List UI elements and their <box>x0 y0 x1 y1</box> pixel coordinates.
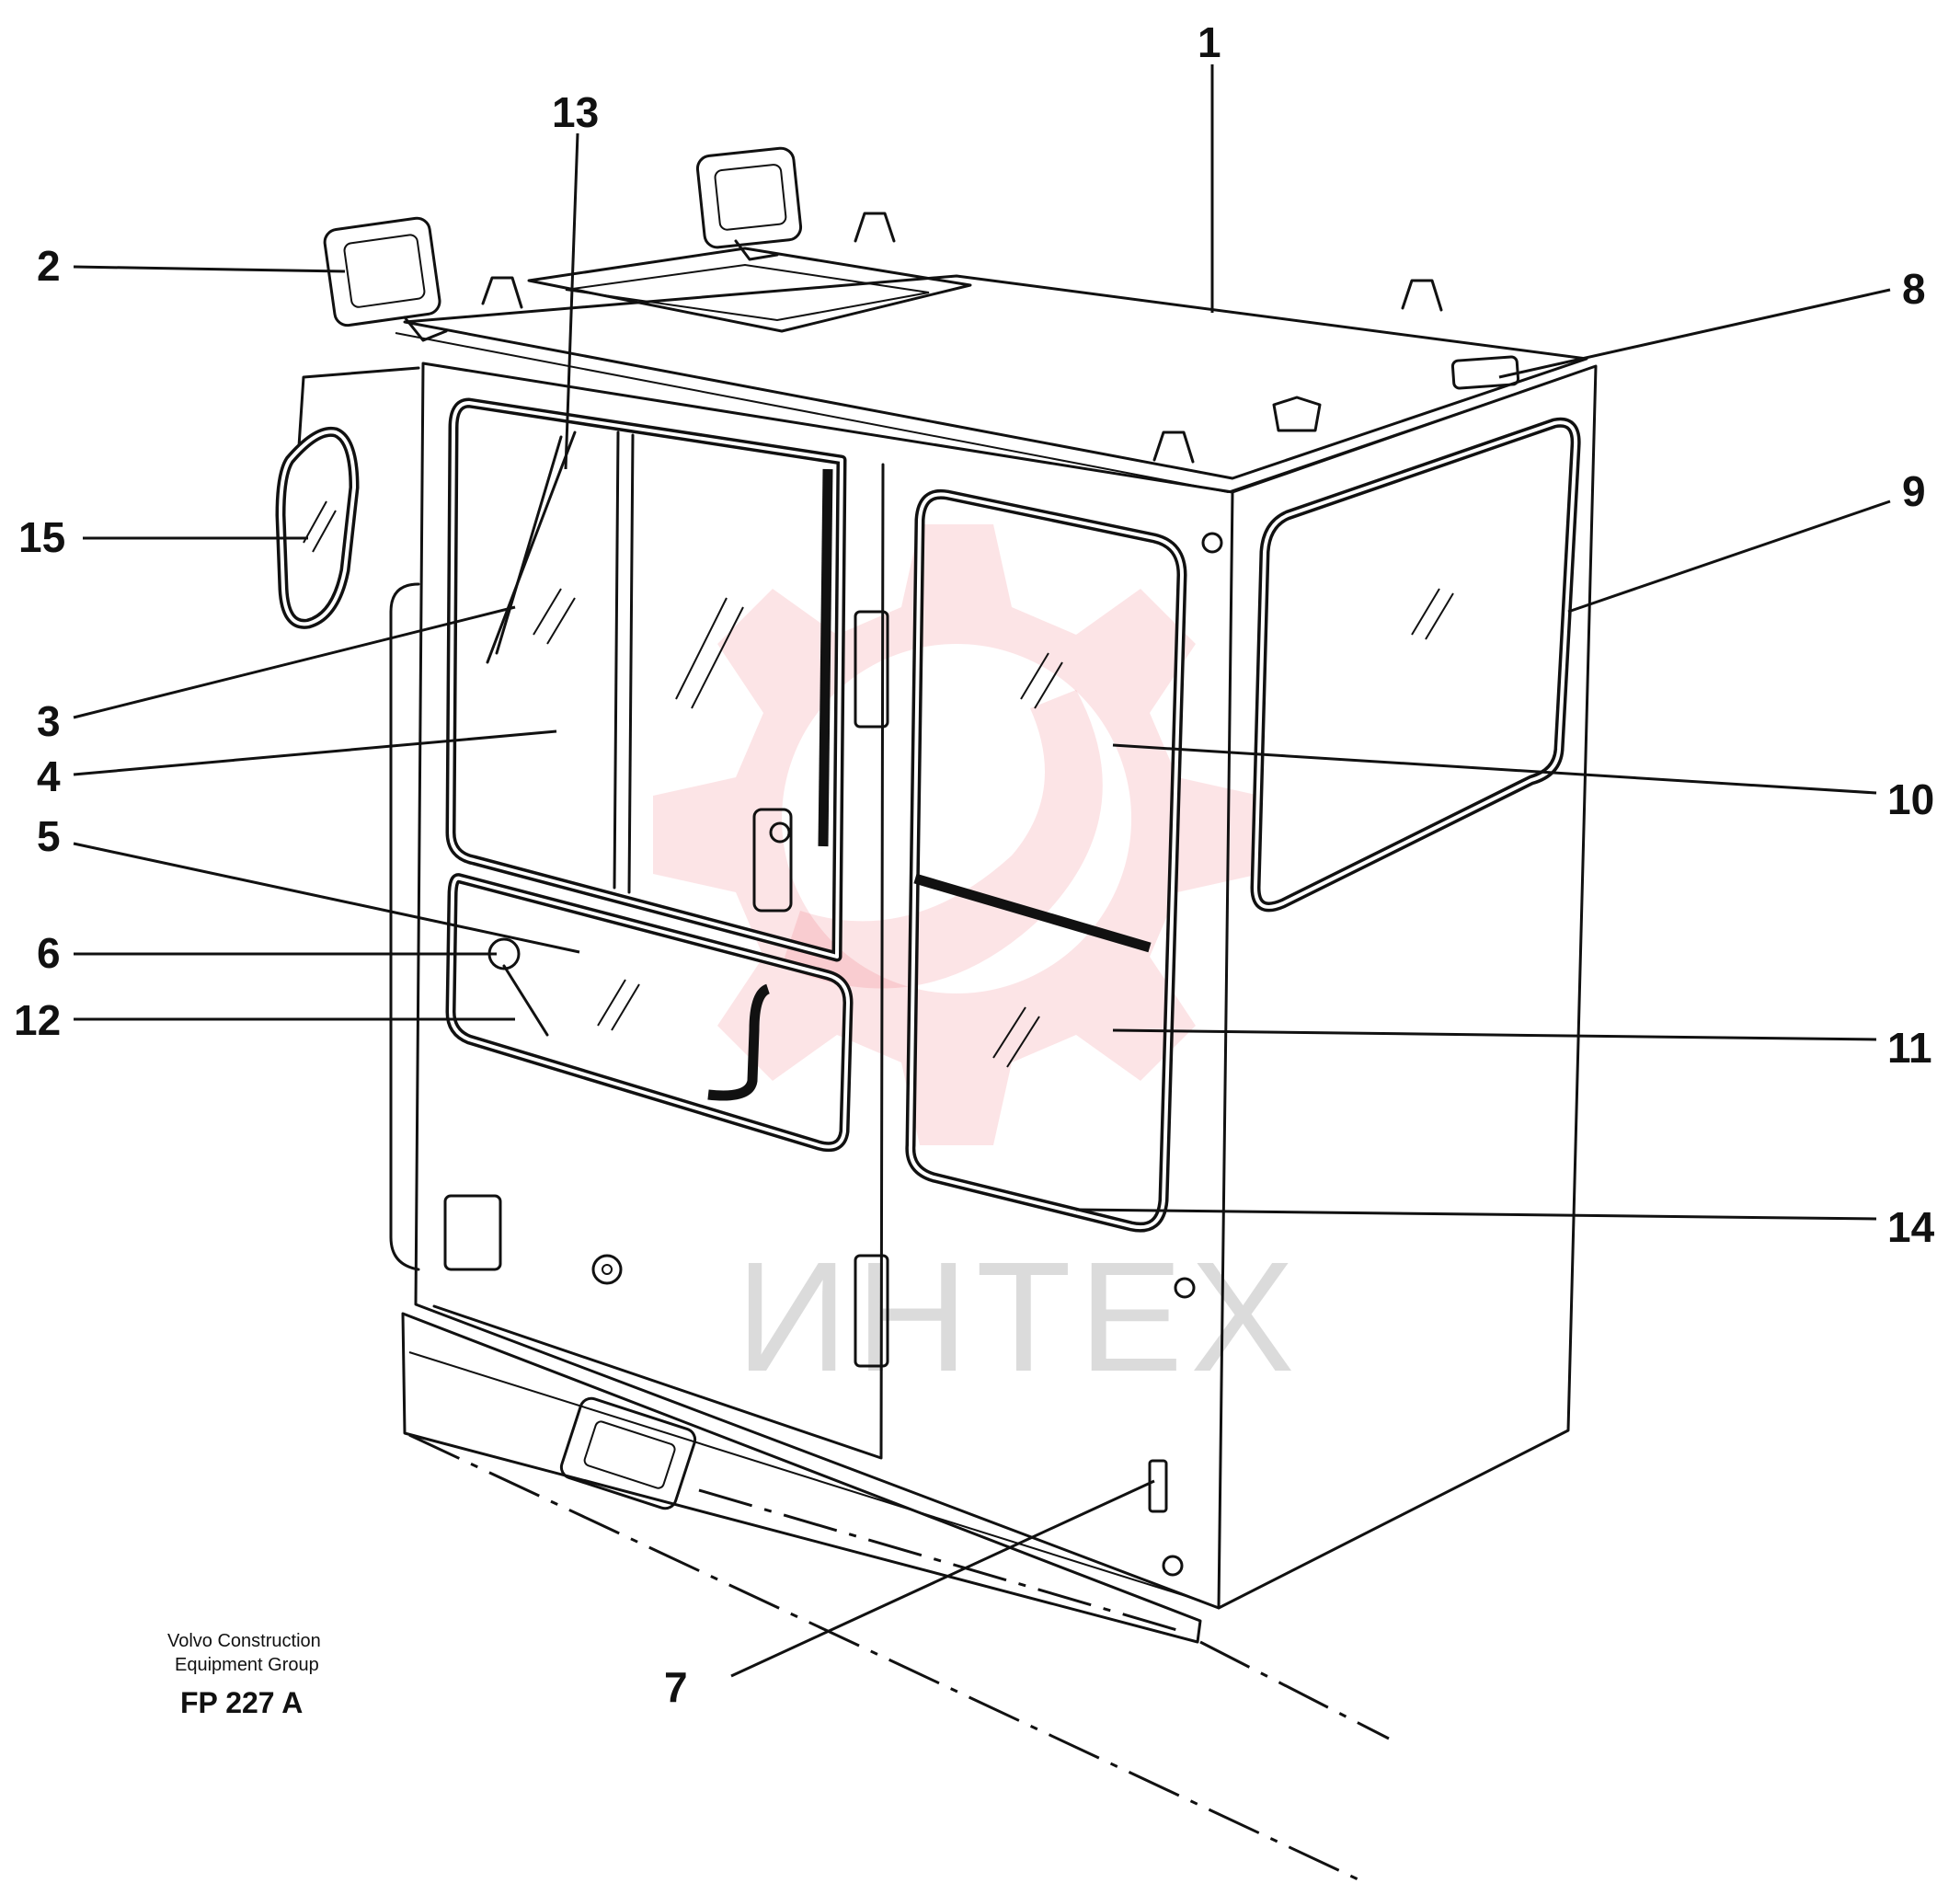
credit-block: Volvo Construction Equipment Group FP 22… <box>167 1631 321 1719</box>
callout-11: 11 <box>1887 1024 1932 1072</box>
base-handle-recess <box>583 1420 676 1489</box>
leader-lines <box>73 64 1891 1678</box>
cab-base-line <box>408 1351 1201 1602</box>
antenna-base <box>1272 396 1322 432</box>
door-lock <box>591 1254 623 1285</box>
door-catch <box>1148 1459 1168 1513</box>
door-handle-bar <box>389 582 420 1271</box>
door-hinge-upper <box>854 610 889 729</box>
leader-5 <box>73 842 580 954</box>
callout-3: 3 <box>37 697 61 745</box>
callout-5: 5 <box>37 812 61 860</box>
side-bolt <box>1174 1277 1196 1299</box>
callout-1: 1 <box>1198 18 1221 66</box>
wiper-arm <box>486 431 577 664</box>
callout-12: 12 <box>14 996 61 1044</box>
roof-lug <box>481 276 523 309</box>
leader-13 <box>564 132 579 470</box>
leader-4 <box>73 729 557 776</box>
side-window-seal <box>1250 417 1581 913</box>
cab-base <box>401 1312 1202 1644</box>
interior-light <box>1450 355 1520 390</box>
door-frame <box>432 463 885 1460</box>
front-window-channel <box>818 468 833 847</box>
leader-11 <box>1112 1028 1877 1041</box>
roof-lug <box>1401 279 1443 312</box>
callout-4: 4 <box>37 752 61 800</box>
leader-8 <box>1498 288 1891 379</box>
callout-8: 8 <box>1902 265 1926 313</box>
leader-9 <box>1567 499 1891 614</box>
cab-side-face <box>1217 364 1598 1610</box>
lower-window-inner-seal <box>707 983 771 1101</box>
callout-15: 15 <box>18 513 65 561</box>
ground-reference-line <box>1199 1640 1390 1740</box>
side-bolt <box>1162 1555 1184 1577</box>
callout-13: 13 <box>552 88 599 136</box>
lower-wiper-arm <box>502 964 549 1037</box>
leader-2 <box>73 265 346 273</box>
wiper-blade <box>495 435 563 655</box>
ground-reference-line <box>698 1488 1187 1635</box>
watermark-gear-icon <box>653 524 1260 1145</box>
watermark-text: ИНТЕХ <box>736 1230 1302 1405</box>
credit-company-line2: Equipment Group <box>175 1655 319 1675</box>
front-window-latch <box>752 808 793 913</box>
mirror-arm <box>297 366 420 448</box>
drawing-code: FP 227 A <box>180 1686 303 1719</box>
leader-3 <box>73 605 516 719</box>
roof-lug <box>1152 431 1195 464</box>
work-lamp-right <box>695 146 803 261</box>
cab-drawing <box>275 146 1598 1883</box>
window-sash-divider <box>627 433 635 894</box>
roof-hatch-inner <box>565 263 930 322</box>
credit-company-line1: Volvo Construction <box>167 1631 321 1651</box>
callout-7: 7 <box>664 1663 688 1711</box>
roof-lug <box>854 212 896 243</box>
fuse-panel <box>443 1194 502 1271</box>
window-sash-divider <box>613 431 620 890</box>
leader-7 <box>730 1479 1155 1678</box>
roof-hatch <box>527 247 972 333</box>
watermark-logo: ИНТЕХ <box>653 524 1302 1405</box>
door-hinge-lower <box>854 1254 889 1368</box>
callout-9: 9 <box>1902 467 1926 515</box>
door-window-divider <box>913 873 1152 953</box>
callout-10: 10 <box>1887 775 1934 823</box>
callout-14: 14 <box>1887 1203 1935 1251</box>
leader-10 <box>1112 743 1877 795</box>
callout-6: 6 <box>37 929 61 977</box>
watermark-swirl <box>782 690 1103 989</box>
base-handle <box>559 1396 697 1510</box>
work-lamp-left <box>323 216 448 342</box>
side-bolt <box>1201 532 1223 554</box>
callout-2: 2 <box>37 242 61 290</box>
glass-reflections <box>303 500 1454 1068</box>
callout-labels: 1 2 3 4 5 6 7 8 9 10 11 12 13 14 15 <box>14 18 1935 1711</box>
leader-14 <box>1075 1208 1877 1221</box>
